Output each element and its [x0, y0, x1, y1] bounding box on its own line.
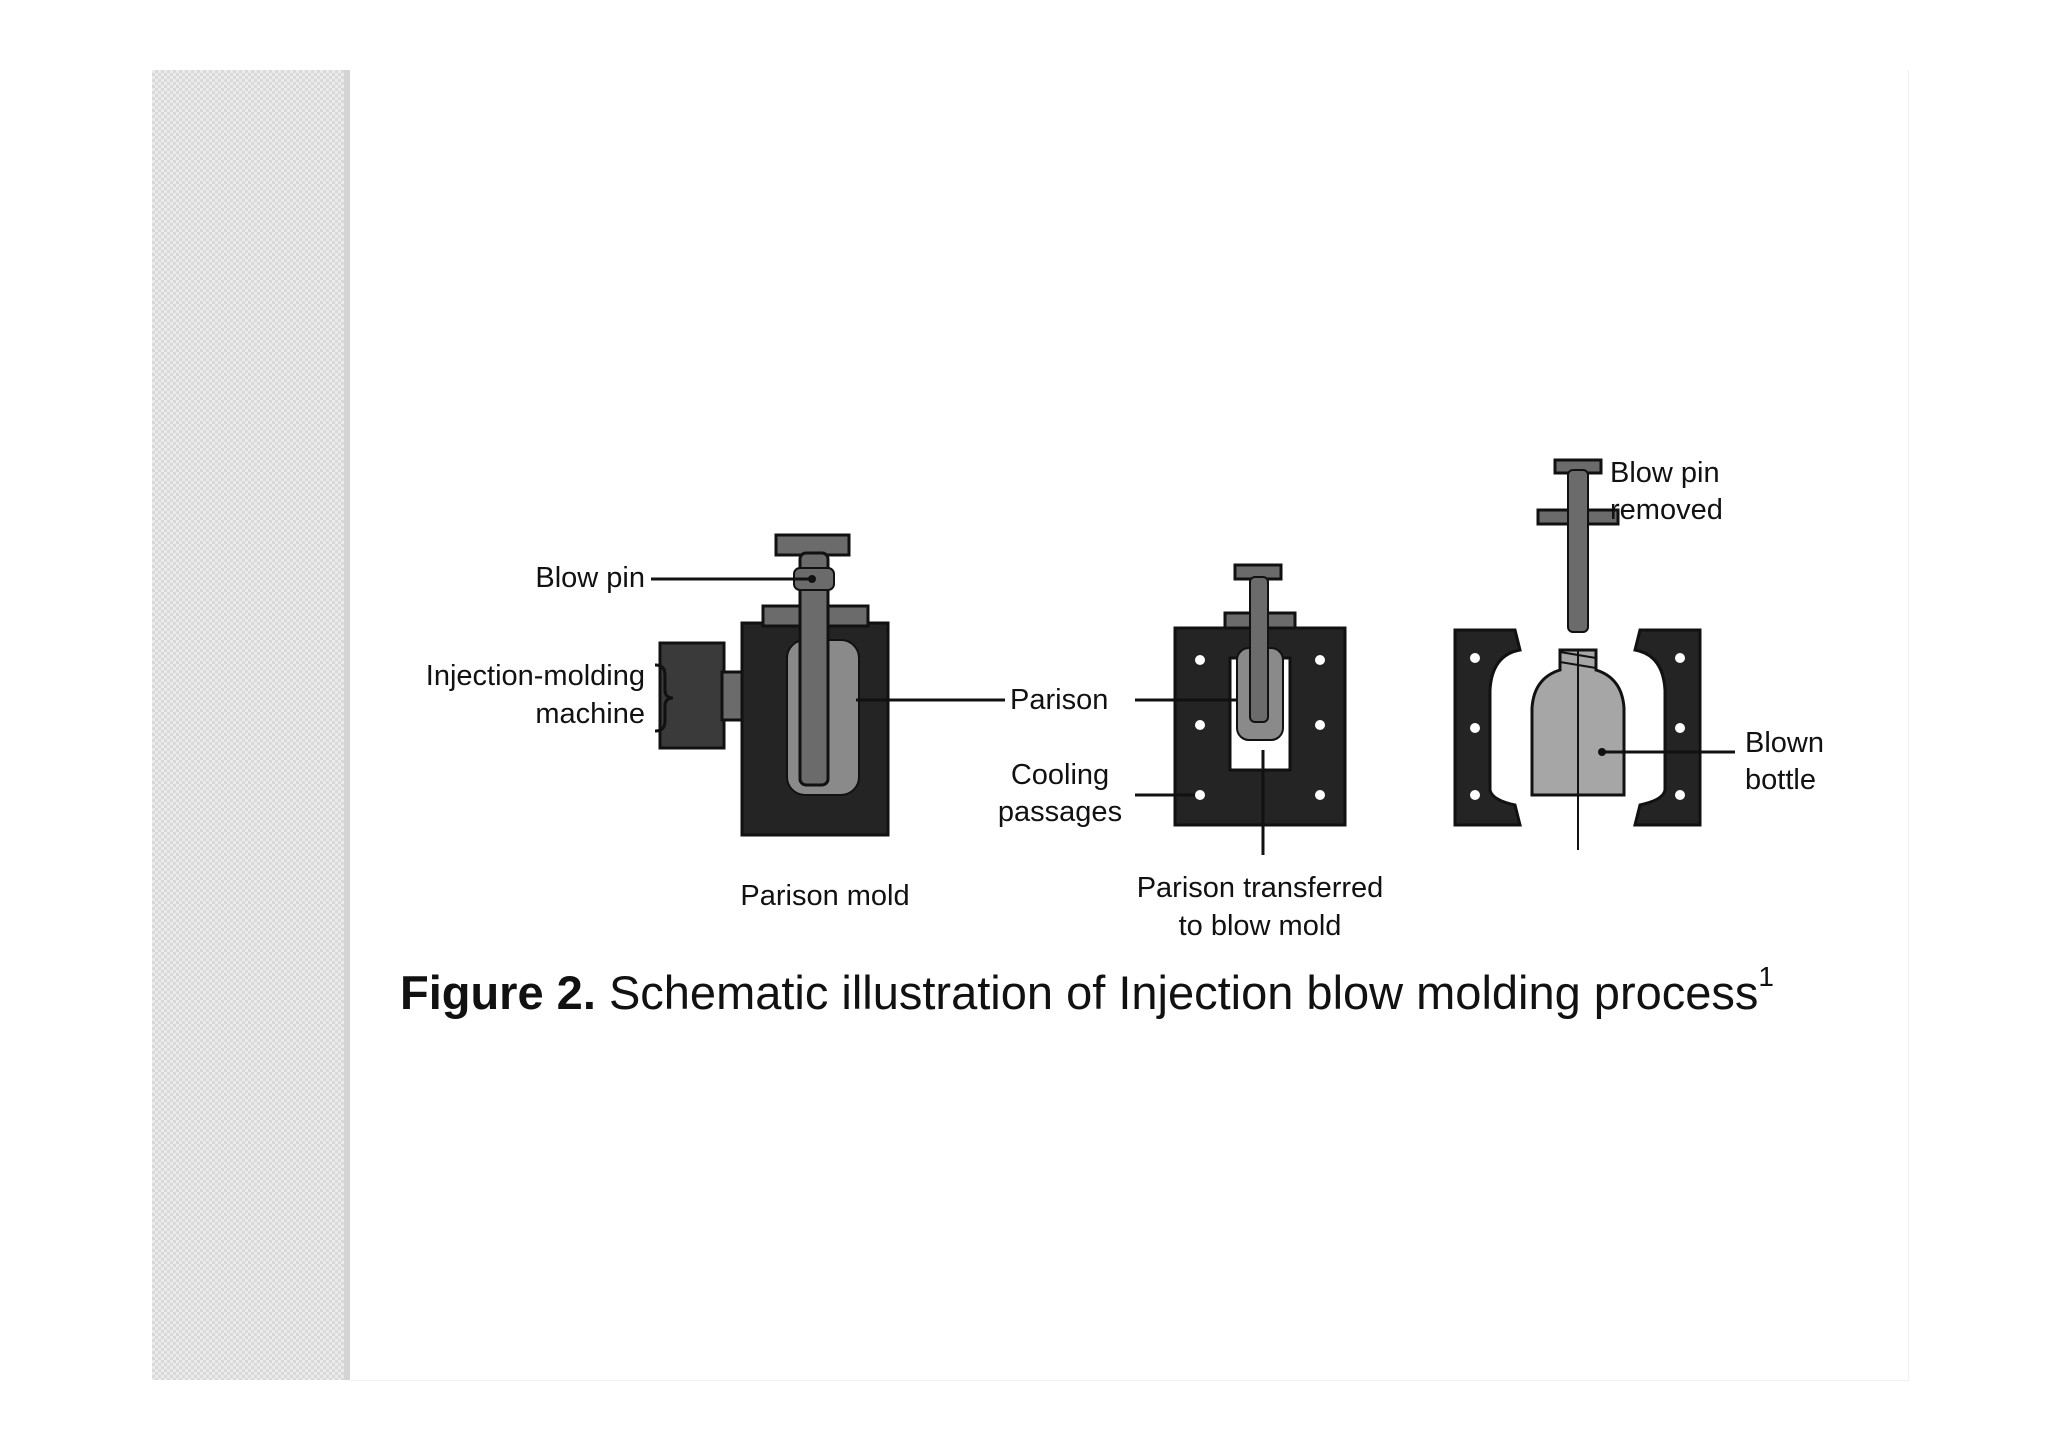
- stage-blown-bottle: [1453, 458, 1735, 850]
- mold-hole: [1675, 790, 1685, 800]
- mold-hole: [1470, 723, 1480, 733]
- cooling-hole: [1195, 720, 1205, 730]
- stage-parison-mold: [651, 533, 1005, 837]
- blow-mold-left-half: [1453, 628, 1522, 827]
- label-transferred-line2: to blow mold: [1178, 910, 1342, 942]
- transferred-pin-shaft: [1249, 576, 1269, 723]
- cooling-hole: [1195, 790, 1205, 800]
- sidebar-divider: [344, 70, 350, 1380]
- caption-text: Schematic illustration of Injection blow…: [608, 966, 1759, 1019]
- stage-parison-transferred: [1135, 563, 1347, 855]
- cooling-hole: [1315, 790, 1325, 800]
- label-parison-mold: Parison mold: [740, 880, 910, 912]
- figure-caption: Figure 2. Schematic illustration of Inje…: [400, 961, 1860, 1020]
- injection-machine-body: [658, 641, 726, 750]
- label-blow-pin-removed-line2: removed: [1610, 494, 1723, 526]
- blow-mold-right-half: [1633, 628, 1702, 827]
- label-transferred-line1: Parison transferred: [1136, 872, 1384, 904]
- mold-hole: [1675, 653, 1685, 663]
- label-cooling-line1: Cooling: [1010, 759, 1110, 791]
- label-cooling-line2: passages: [997, 796, 1123, 828]
- leader-blow-pin-dot: [808, 575, 816, 583]
- label-blown-bottle-line2: bottle: [1745, 764, 1816, 796]
- label-blow-pin-removed-line1: Blow pin: [1610, 457, 1720, 489]
- label-injection-machine-line1: Injection-molding: [425, 660, 645, 692]
- caption-superscript: 1: [1758, 961, 1774, 992]
- removed-pin-shaft: [1567, 469, 1589, 633]
- mold-hole: [1470, 790, 1480, 800]
- cooling-hole: [1315, 720, 1325, 730]
- label-injection-machine-line2: machine: [535, 698, 645, 730]
- cooling-hole: [1195, 655, 1205, 665]
- leader-blown-bottle-dot: [1598, 748, 1606, 756]
- label-blow-pin: Blow pin: [535, 562, 645, 594]
- caption-label: Figure 2.: [400, 966, 596, 1019]
- sidebar-panel: [152, 70, 348, 1380]
- label-parison: Parison: [1010, 684, 1109, 716]
- label-blown-bottle-line1: Blown: [1745, 727, 1824, 759]
- blow-pin-shaft: [798, 551, 830, 787]
- slide-canvas: [350, 70, 1909, 1381]
- mold-hole: [1675, 723, 1685, 733]
- mold-hole: [1470, 653, 1480, 663]
- injection-machine-brace: [654, 663, 674, 733]
- cooling-hole: [1315, 655, 1325, 665]
